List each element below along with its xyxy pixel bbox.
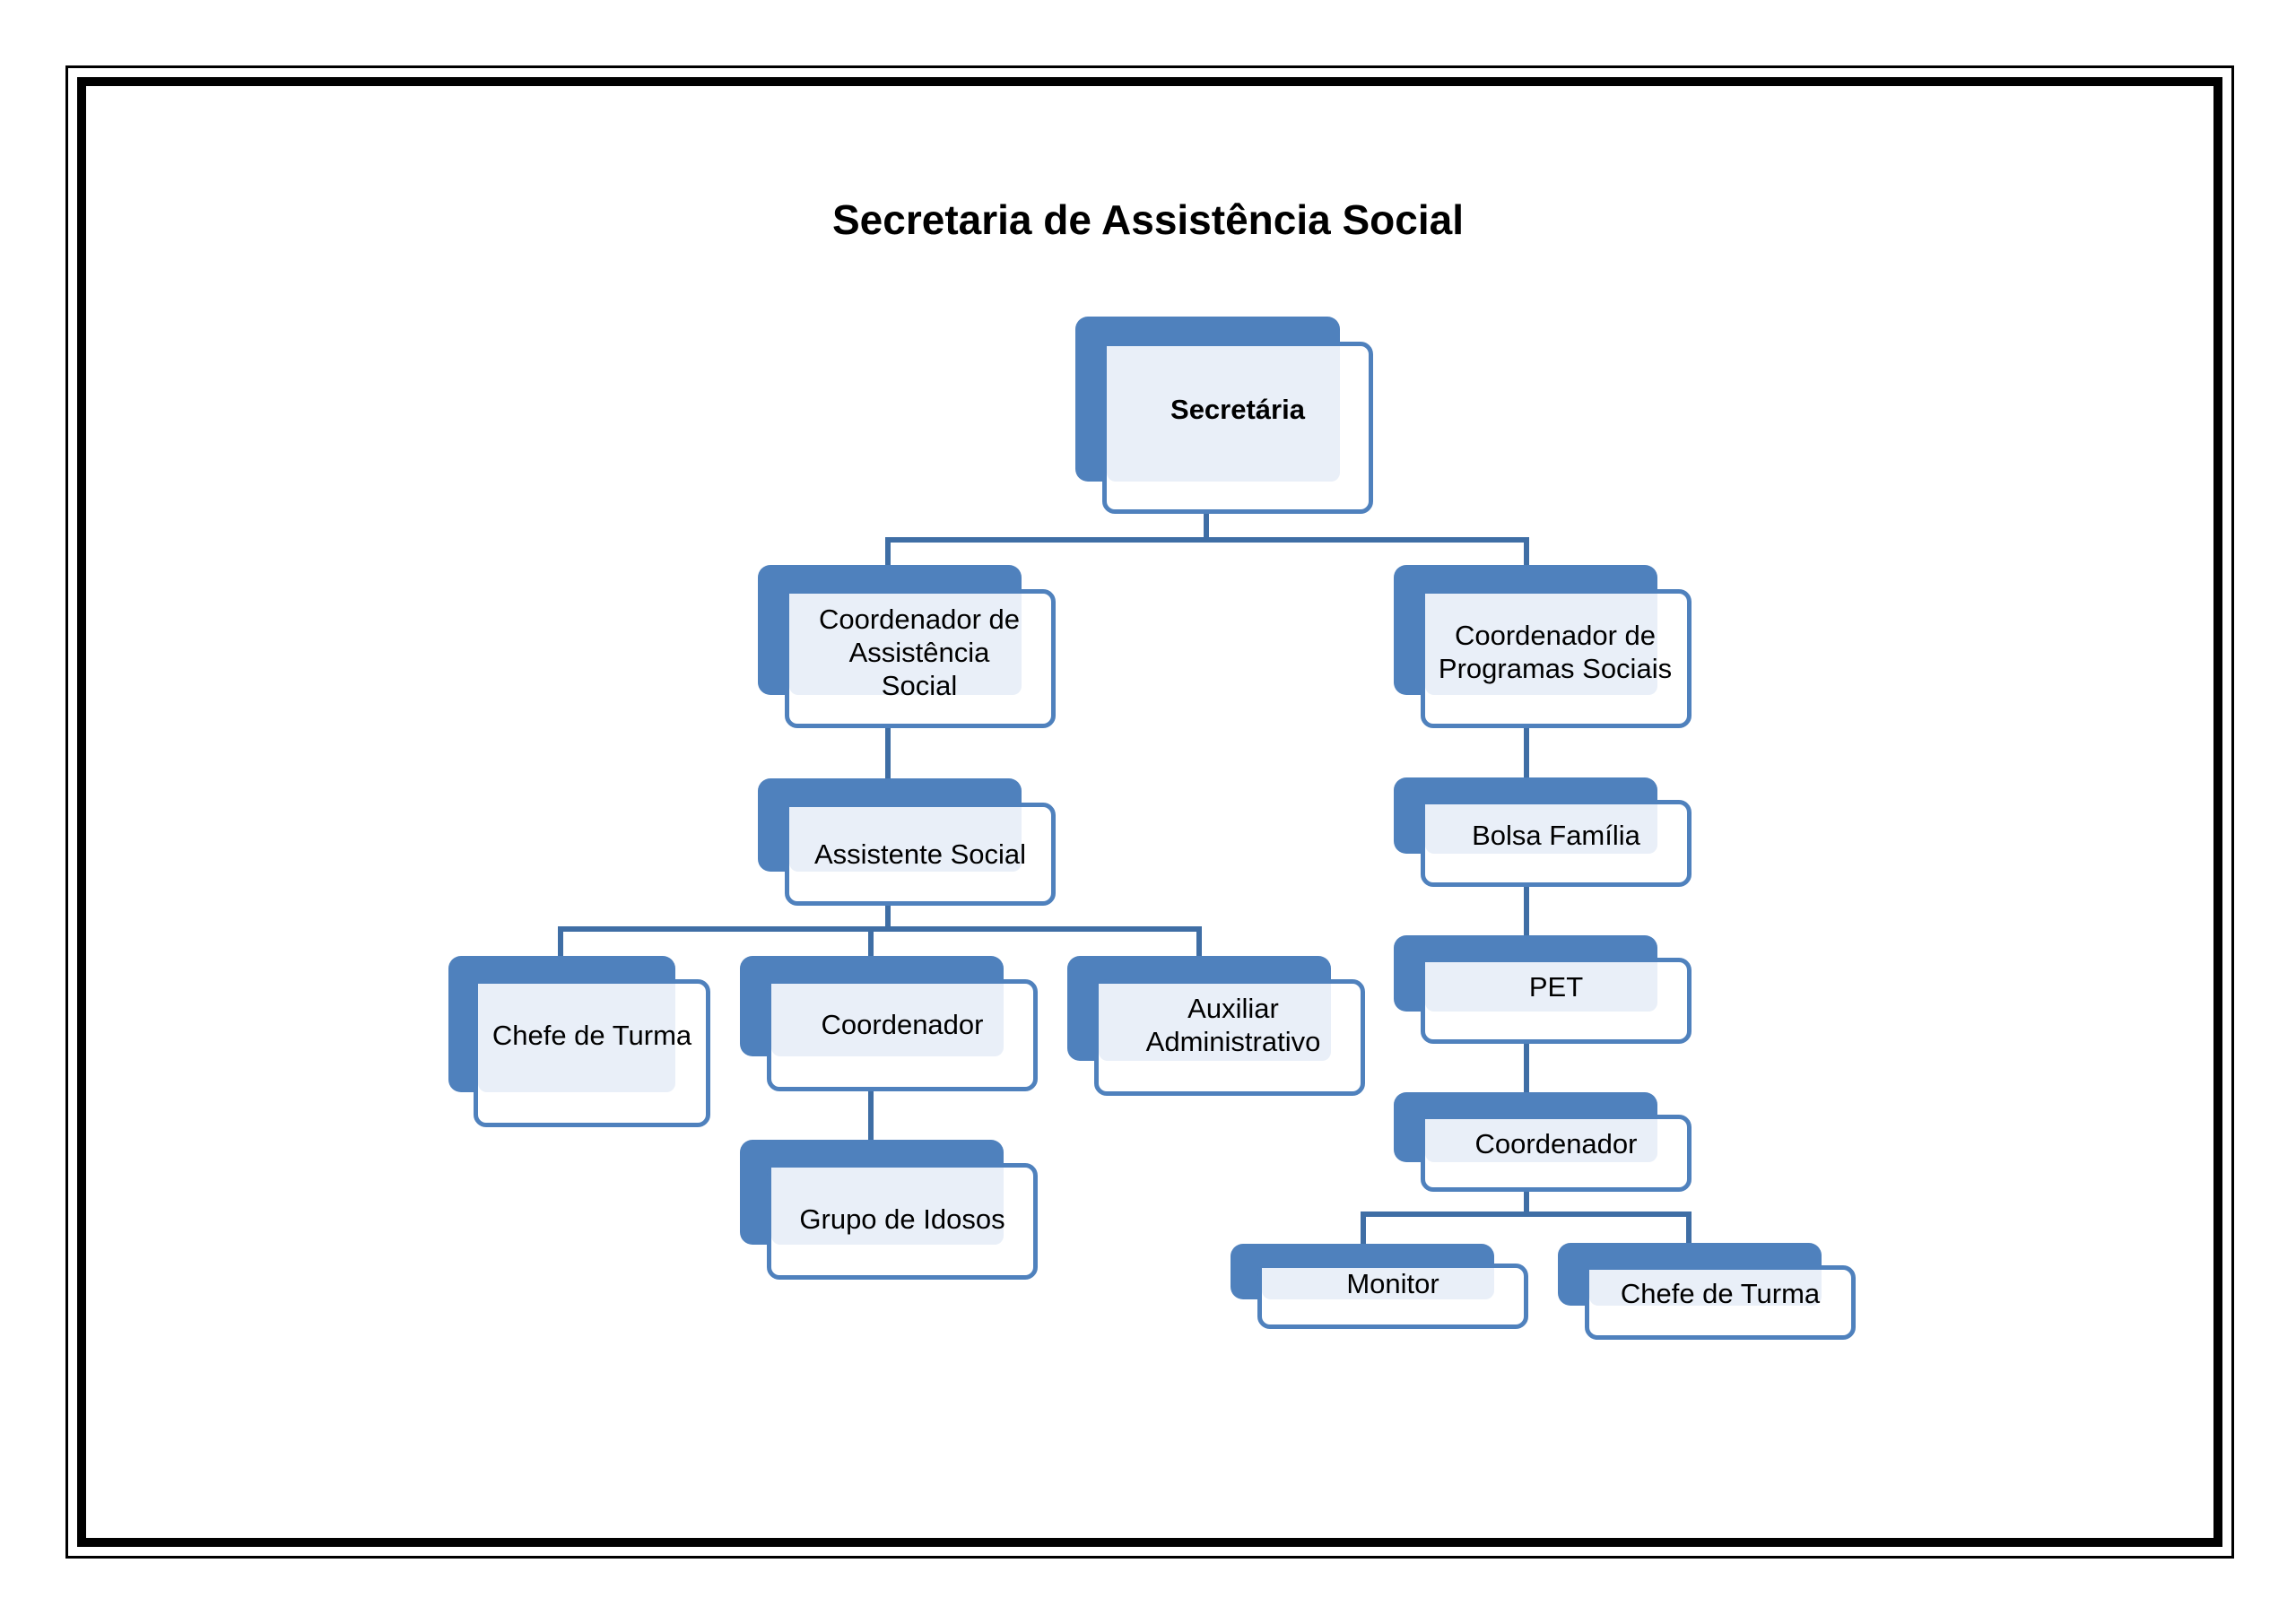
node-fill [1099, 984, 1331, 1061]
node-label: Monitor [1346, 1267, 1439, 1299]
node-label: Bolsa Família [1472, 819, 1640, 851]
node-chefe-turma-left: Chefe de Turma [448, 956, 710, 1127]
node-coordenador-left: Coordenador [740, 956, 1038, 1091]
node-fill [1425, 1119, 1657, 1162]
page-border-inner [77, 77, 2222, 1547]
node-label: Chefe de Turma [491, 1019, 692, 1051]
node-label: Coordenador [821, 1008, 984, 1040]
node-fill [1425, 594, 1657, 695]
node-label: Coordenador de Assistência Social [818, 603, 1021, 701]
node-fill [789, 594, 1022, 695]
page-border-outer [65, 65, 2234, 1559]
node-fill [1589, 1270, 1822, 1306]
node-fill [789, 807, 1022, 872]
node-grupo-idosos: Grupo de Idosos [740, 1140, 1038, 1280]
node-coord-programas: Coordenador de Programas Sociais [1394, 565, 1692, 728]
node-label: Coordenador [1474, 1127, 1638, 1159]
node-fill [1425, 804, 1657, 854]
node-coordenador-right: Coordenador [1394, 1092, 1692, 1192]
node-secretaria: Secretária [1075, 317, 1373, 514]
node-label: Auxiliar Administrativo [1145, 993, 1321, 1057]
node-fill [1425, 962, 1657, 1012]
node-label: Secretária [1170, 393, 1305, 425]
node-label: Grupo de Idosos [799, 1203, 1005, 1235]
node-assistente-social: Assistente Social [758, 778, 1056, 906]
node-label: PET [1528, 970, 1584, 1003]
node-fill [771, 1168, 1004, 1245]
node-bolsa-familia: Bolsa Família [1394, 777, 1692, 887]
chart-title: Secretaria de Assistência Social [831, 196, 1464, 243]
node-pet: PET [1394, 935, 1692, 1044]
node-fill [478, 984, 675, 1092]
node-fill [1262, 1268, 1494, 1299]
node-fill [771, 984, 1004, 1056]
node-monitor: Monitor [1231, 1244, 1528, 1329]
node-label: Coordenador de Programas Sociais [1438, 620, 1673, 684]
node-fill [1107, 346, 1340, 482]
node-label: Assistente Social [813, 838, 1027, 870]
node-coord-assistencia: Coordenador de Assistência Social [758, 565, 1056, 728]
node-auxiliar-administrativo: Auxiliar Administrativo [1067, 956, 1365, 1096]
node-label: Chefe de Turma [1620, 1277, 1821, 1309]
node-chefe-turma-right: Chefe de Turma [1558, 1243, 1856, 1340]
